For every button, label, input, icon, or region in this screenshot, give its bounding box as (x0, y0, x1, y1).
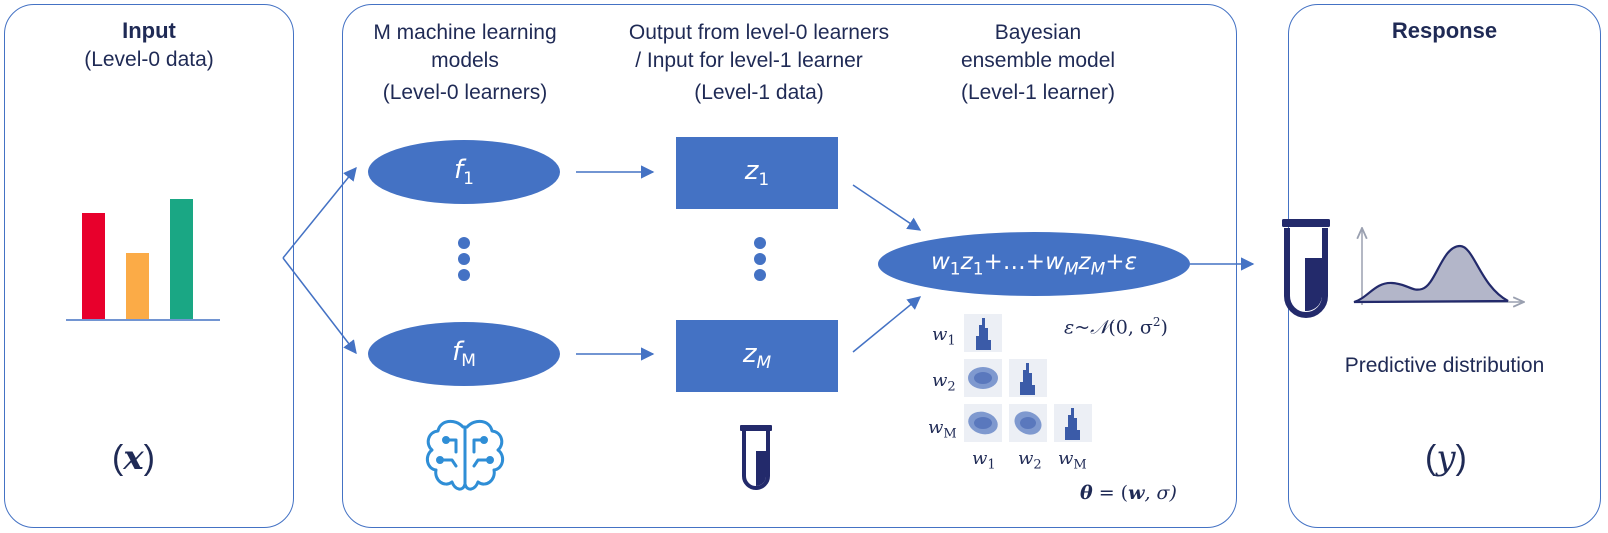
level1learner-header-line2: ensemble model (960, 49, 1116, 72)
matrix-col-label: w2 (1018, 448, 1042, 473)
brain-icon (425, 419, 505, 491)
response-variable: (y) (1425, 438, 1467, 478)
posterior-pair-plot (964, 314, 1092, 442)
predictive-distribution-plot (1353, 228, 1524, 305)
level1learner-header-line1: Bayesian (994, 21, 1082, 44)
small-test-tube-icon (740, 425, 772, 490)
input-title: Input (122, 18, 176, 43)
bar-chart-icon (66, 199, 220, 321)
ellipsis-dot (458, 253, 470, 265)
model-f1-node: f1 (368, 140, 560, 204)
output-zM-node: zM (676, 320, 838, 392)
bar-green (170, 199, 193, 319)
bar-orange (126, 253, 149, 319)
output-z1-node: z1 (676, 137, 838, 209)
level1data-header-line1: Output from level-0 learners (628, 21, 890, 44)
model-fM-node: fM (368, 322, 560, 386)
ellipsis-dot (458, 269, 470, 281)
bar-red (82, 213, 105, 319)
matrix-row-label: w1 (932, 324, 956, 349)
input-variable: (x) (112, 438, 155, 478)
parameter-definition: θ = (w, σ) (1080, 482, 1177, 504)
matrix-col-label: w1 (972, 448, 996, 473)
bayesian-ensemble-node: w1z1+…+wMzM+ε (878, 232, 1190, 296)
level1data-header-line3: (Level-1 data) (694, 81, 824, 104)
response-title: Response (1391, 18, 1498, 43)
matrix-row-label: w2 (932, 370, 956, 395)
matrix-col-label: wM (1058, 448, 1087, 473)
level0-header-line2: models (431, 49, 499, 72)
level0-header-line1: M machine learning (373, 21, 557, 44)
level1learner-header-line3: (Level-1 learner) (960, 81, 1116, 104)
matrix-row-label: wM (928, 417, 957, 442)
response-caption: Predictive distribution (1344, 354, 1545, 377)
level0-header-line3: (Level-0 learners) (382, 81, 548, 104)
input-subtitle: (Level-0 data) (84, 48, 214, 71)
ellipsis-dot (754, 253, 766, 265)
test-tube-icon (1282, 219, 1330, 318)
level1data-header-line2: / Input for level-1 learner (635, 49, 863, 72)
ellipsis-dot (754, 237, 766, 249)
ellipsis-dot (458, 237, 470, 249)
noise-distribution: ε~𝒩(0, σ2) (1064, 315, 1168, 339)
ellipsis-dot (754, 269, 766, 281)
